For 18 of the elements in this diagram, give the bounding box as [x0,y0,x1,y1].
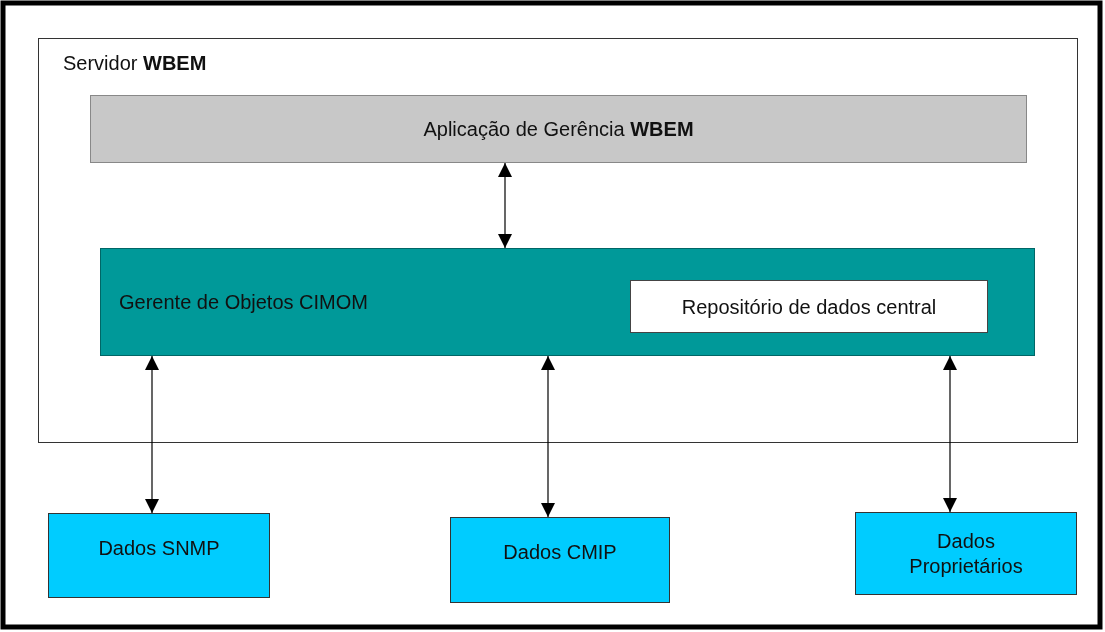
arrow [145,355,159,514]
box-label: Servidor WBEM [63,51,207,76]
container-box [38,38,1078,443]
process-box [450,517,670,603]
box-label: Repositório de dados central [680,294,938,319]
process-box [48,513,270,598]
arrow [498,162,512,249]
box-label: Aplicação de Gerência WBEM [422,116,695,142]
arrow [943,355,957,513]
box-label: Gerente de Objetos CIMOM [119,289,368,315]
process-box [630,280,988,333]
process-box [855,512,1077,595]
process-box [90,95,1027,163]
process-box [100,248,1035,356]
box-label: Dados CMIP [502,540,618,565]
box-label: Dados SNMP [97,536,221,561]
arrow [541,355,555,518]
box-label: Dados Proprietários [908,528,1024,579]
